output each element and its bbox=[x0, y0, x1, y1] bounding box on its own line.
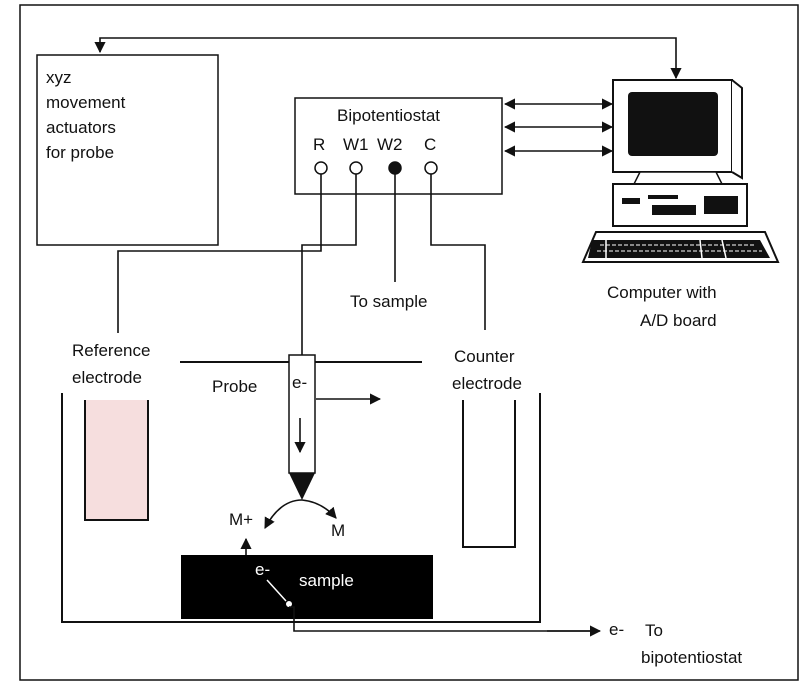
terminal-c bbox=[424, 161, 438, 175]
m-plus-label: M+ bbox=[229, 510, 253, 529]
counter-label-line2: electrode bbox=[452, 374, 522, 393]
probe-tip bbox=[289, 473, 315, 500]
computer-label-line1: Computer with bbox=[607, 283, 717, 302]
bipotentiostat-box bbox=[294, 97, 503, 195]
bipotentiostat-label: Bipotentiostat bbox=[337, 106, 440, 125]
probe-wire bbox=[301, 174, 357, 355]
oxidized-species-arrow bbox=[264, 499, 303, 529]
actuator-computer-link bbox=[94, 37, 682, 80]
terminal-label-w2: W2 bbox=[377, 135, 403, 154]
terminal-label-w1: W1 bbox=[343, 135, 369, 154]
counter-electrode bbox=[462, 400, 516, 548]
terminal-r bbox=[314, 161, 328, 175]
to-bipotentiostat-label-line1: To bbox=[645, 621, 663, 640]
m-label: M bbox=[331, 521, 345, 540]
sample-block bbox=[181, 555, 433, 619]
probe-label: Probe bbox=[212, 377, 257, 396]
probe-body bbox=[288, 354, 316, 474]
actuators-label-line4: for probe bbox=[46, 143, 114, 162]
terminal-label-r: R bbox=[313, 135, 325, 154]
actuators-box bbox=[36, 54, 219, 246]
terminal-label-c: C bbox=[424, 135, 436, 154]
sample-lead-wire bbox=[289, 606, 590, 632]
reference-electrode bbox=[84, 400, 149, 521]
computer-label-line2: A/D board bbox=[640, 311, 717, 330]
probe-electron-label: e- bbox=[292, 373, 307, 392]
reference-label-line1: Reference bbox=[72, 341, 150, 360]
sample-electron-label: e- bbox=[255, 560, 270, 579]
to-sample-label: To sample bbox=[350, 292, 427, 311]
reference-wire bbox=[117, 174, 322, 333]
counter-label-line1: Counter bbox=[454, 347, 515, 366]
computer-icon bbox=[581, 79, 780, 263]
to-bipotentiostat-label-line2: bipotentiostat bbox=[641, 648, 742, 667]
outer-frame bbox=[19, 4, 799, 681]
lead-electron-label: e- bbox=[609, 620, 624, 639]
terminal-w2 bbox=[388, 161, 402, 175]
terminal-w1 bbox=[349, 161, 363, 175]
actuators-label-line1: xyz bbox=[46, 68, 72, 87]
reference-label-line2: electrode bbox=[72, 368, 142, 387]
reduced-species-arrow bbox=[301, 499, 337, 519]
counter-wire bbox=[430, 174, 486, 330]
electrochemical-cell bbox=[61, 393, 541, 623]
sample-contact-point bbox=[286, 601, 292, 607]
sample-current-path bbox=[266, 579, 287, 602]
sample-label: sample bbox=[299, 571, 354, 590]
actuators-label-line2: movement bbox=[46, 93, 126, 112]
actuators-label-line3: actuators bbox=[46, 118, 116, 137]
